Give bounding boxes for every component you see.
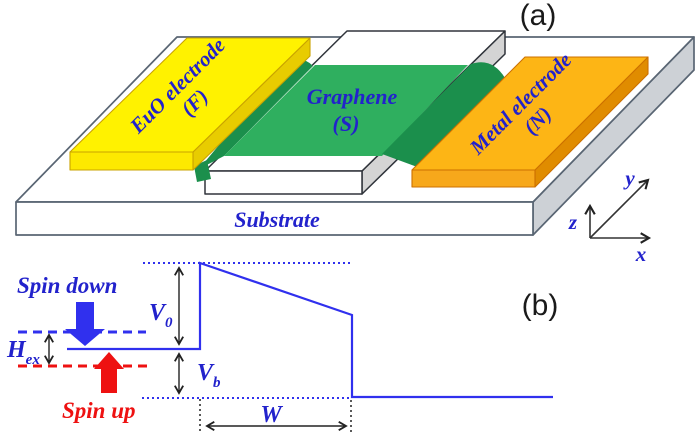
panel-a: EuO electrode(F) Graphene (S) Metal elec… — [15, 0, 695, 266]
w-label: W — [260, 402, 283, 428]
graphene-label-line1: Graphene — [307, 84, 398, 109]
x-axis-label: x — [635, 242, 647, 266]
y-axis-arrow — [589, 178, 650, 239]
spin-up-label: Spin up — [62, 398, 136, 423]
panel-b: Spin down Spin up Hex V0 Vb W (b) — [6, 261, 559, 434]
v0-label: V0 — [149, 300, 173, 331]
metal-front-face — [411, 169, 536, 188]
spin-up-arrow-icon — [94, 352, 124, 393]
panel-b-label: (b) — [522, 289, 559, 322]
graphene-left-drape — [199, 58, 313, 169]
middle-box-front-face — [204, 170, 363, 195]
hex-label: Hex — [6, 337, 40, 368]
metal-top-face — [411, 56, 649, 171]
coordinate-axes: z y x — [568, 166, 652, 266]
panel-a-label: (a) — [520, 0, 557, 32]
substrate-front-face — [15, 201, 534, 236]
y-axis-label: y — [622, 166, 635, 190]
substrate-label: Substrate — [234, 207, 320, 232]
spin-down-label: Spin down — [17, 273, 117, 298]
z-axis-label: z — [568, 210, 578, 234]
graphene-sheet-top — [224, 65, 468, 156]
vb-label: Vb — [197, 360, 221, 391]
graphene-label-line2: (S) — [333, 111, 360, 136]
spin-down-arrow-icon — [65, 302, 105, 346]
potential-profile-line — [67, 261, 553, 399]
euo-front-face — [69, 151, 194, 171]
euo-top-face — [69, 37, 311, 153]
graphene-right-drape — [382, 62, 505, 168]
